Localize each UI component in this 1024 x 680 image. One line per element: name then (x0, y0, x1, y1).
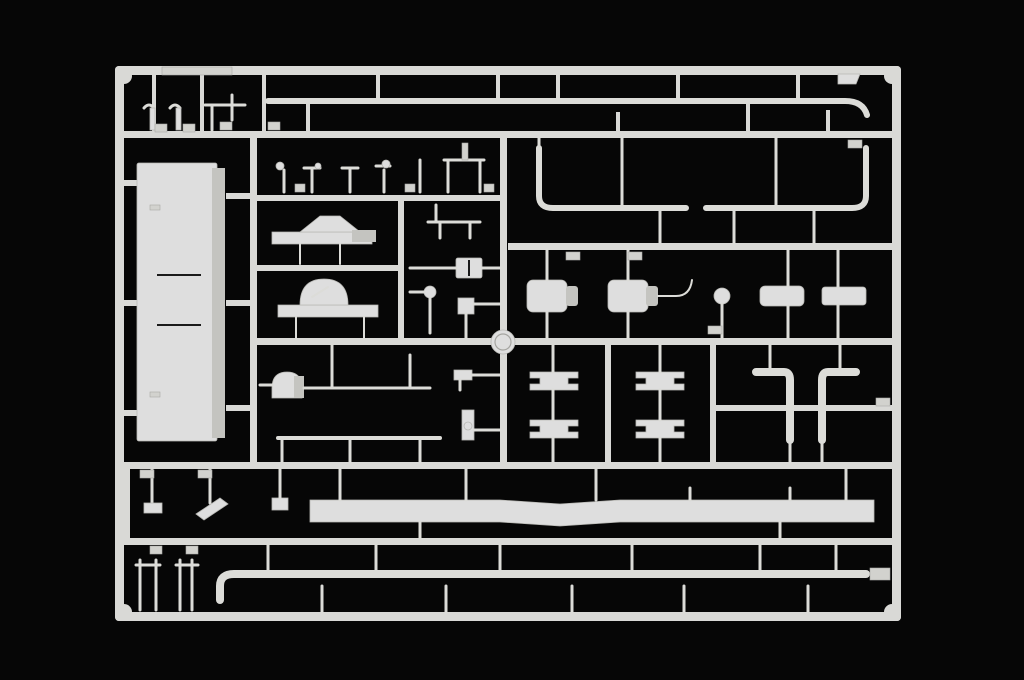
bottom-row (134, 543, 891, 614)
bracket-parts (408, 203, 502, 340)
dome-part (258, 343, 502, 399)
frame-rail-part (309, 467, 875, 540)
handrail-right (703, 136, 869, 245)
top-row-gates (152, 75, 830, 131)
lower-left-parts (139, 467, 289, 521)
sprue-emblem (490, 329, 516, 355)
cab-part (271, 215, 376, 265)
sprue-frame (115, 66, 901, 621)
tank-part (277, 278, 379, 340)
top-left-hooks (142, 66, 281, 133)
long-top-rod (265, 73, 870, 118)
handrail-left (536, 136, 689, 245)
cross-parts (529, 343, 685, 464)
cylinder-row (526, 248, 867, 340)
internal-runners (124, 131, 892, 545)
pin-row (275, 142, 495, 194)
left-panel (124, 162, 250, 442)
exhaust-pipes (752, 343, 891, 464)
lower-rod (276, 409, 502, 464)
